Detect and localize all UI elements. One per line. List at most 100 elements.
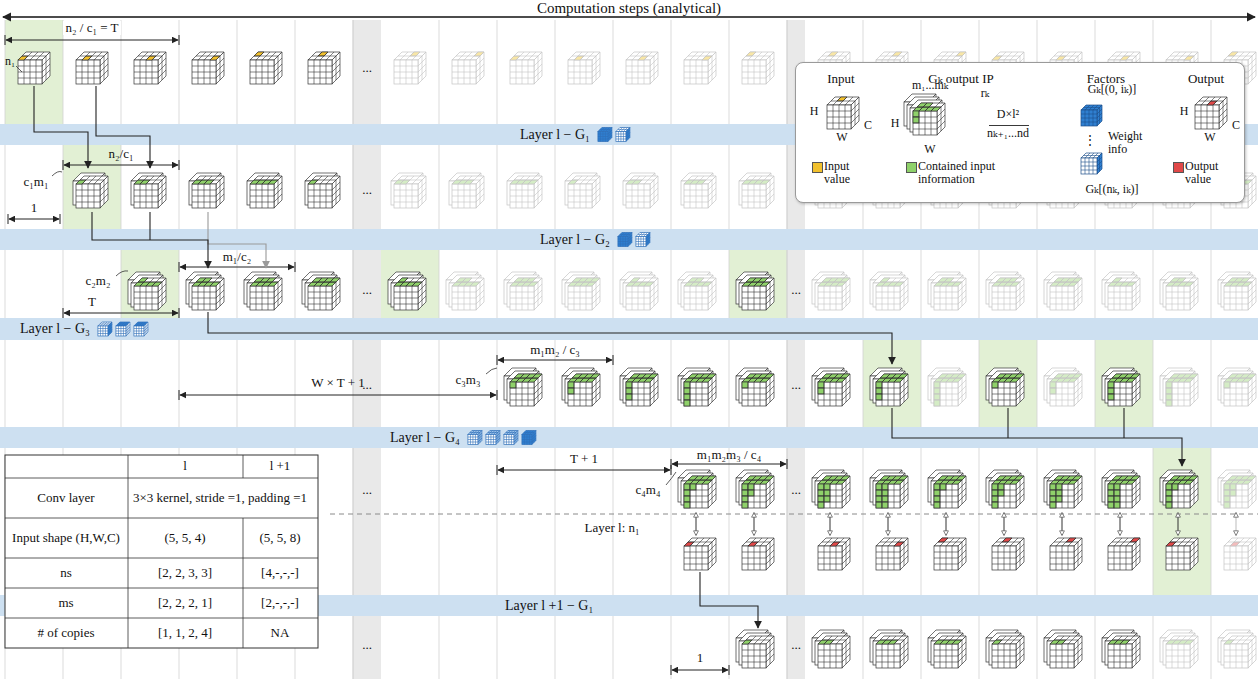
- cube-cell: [632, 180, 642, 184]
- cube-cell: [1072, 476, 1082, 480]
- cube-grid: [1166, 636, 1198, 668]
- cube-cell: [824, 496, 830, 502]
- cell-border: [671, 340, 672, 427]
- cell-border: [63, 145, 64, 229]
- gap-column: [353, 448, 381, 595]
- annotation-label: 1: [31, 201, 38, 215]
- cube-cell: [992, 496, 998, 502]
- table-rule: [5, 558, 318, 559]
- cell-border: [863, 448, 864, 595]
- cube-grid: [684, 476, 716, 508]
- cube-grid: [134, 278, 166, 310]
- active-cell: [729, 250, 787, 318]
- gap-column: [787, 340, 805, 427]
- cube-cell: [828, 52, 838, 56]
- cell-border: [353, 448, 354, 595]
- cube-cell: [684, 490, 690, 496]
- cube-grid: [1050, 374, 1082, 406]
- cube-cell: [1166, 502, 1172, 508]
- cube-cell: [876, 490, 882, 496]
- cell-border: [613, 616, 614, 679]
- cube-cell: [1228, 52, 1238, 56]
- cube-grid: [250, 176, 282, 208]
- cube-cell: [764, 374, 774, 378]
- cube-cell: [824, 484, 830, 490]
- table-cell: [2,-,-,-]: [261, 596, 299, 610]
- cube-cell: [644, 282, 654, 286]
- cube-cell: [742, 502, 748, 508]
- table-cell: Input shape (H,W,C): [11, 531, 121, 545]
- dimension-tick: [671, 665, 672, 675]
- correspondence-arrow: [1178, 513, 1179, 535]
- dimension-label: H: [891, 117, 900, 130]
- cube-cell: [474, 52, 484, 56]
- cell-border: [1153, 448, 1154, 595]
- cell-border: [1153, 616, 1154, 679]
- cube-cell: [1176, 278, 1186, 282]
- cube-cell: [1130, 374, 1140, 378]
- dimension-label: C: [1232, 119, 1240, 132]
- cube-cell: [1014, 476, 1024, 480]
- cube-cell: [934, 490, 940, 496]
- cube-grid: [522, 431, 536, 445]
- cube-grid: [1050, 476, 1082, 508]
- cube-cell: [998, 484, 1004, 490]
- band-label: Layer l +1 − G₁: [505, 598, 593, 613]
- gap-column: [787, 448, 805, 595]
- table-cell: 3×3 kernel, stride =1, padding =1: [133, 491, 313, 505]
- cube-cell: [326, 282, 336, 286]
- cube-grid: [452, 176, 484, 208]
- cube-cell: [1010, 282, 1020, 286]
- cube-cell: [742, 640, 752, 644]
- cube-grid: [684, 538, 716, 570]
- cube-cell: [1008, 278, 1018, 282]
- dimension-arrow: [180, 267, 294, 268]
- cube-grid: [192, 278, 224, 310]
- dimension-tick: [8, 214, 9, 224]
- dimension-label: H: [810, 105, 819, 118]
- annotation-label: ...: [362, 378, 372, 392]
- cube-grid: [618, 233, 632, 247]
- cell-border: [921, 616, 922, 679]
- cube-grid: [1050, 278, 1082, 310]
- cube-cell: [706, 476, 716, 480]
- dimension-tick: [63, 160, 64, 170]
- cube-cell: [1166, 388, 1172, 394]
- cell-border: [179, 145, 180, 229]
- cube-cell: [1166, 490, 1172, 496]
- gap-column: [787, 250, 805, 318]
- cube-cell: [410, 52, 420, 56]
- cube-cell: [1108, 502, 1114, 508]
- cube-cell: [1188, 374, 1198, 378]
- table-cell: l: [183, 459, 187, 473]
- cube-grid: [76, 176, 108, 208]
- band-label: Layer l − G₂: [540, 232, 610, 247]
- cube-grid: [876, 476, 908, 508]
- cube-grid: [1166, 476, 1198, 508]
- connector-line: [208, 312, 892, 364]
- connector-line: [892, 408, 1182, 466]
- annotation-label: ...: [362, 638, 372, 652]
- cube-cell: [1072, 374, 1082, 378]
- annotation-label: n₂/c₁: [109, 147, 134, 161]
- cube-cell: [684, 394, 690, 400]
- cube-cell: [510, 56, 520, 60]
- cube-cell: [1184, 56, 1194, 60]
- cube-grid: [308, 176, 340, 208]
- cube-grid: [1108, 636, 1140, 668]
- cube-cell: [1056, 640, 1066, 644]
- layer-band: Layer l − G₃: [0, 318, 1258, 340]
- cube-cell: [882, 502, 888, 508]
- leader-line: [52, 172, 62, 177]
- cube-cell: [1108, 394, 1114, 400]
- cube-cell: [1242, 480, 1252, 484]
- cube-cell: [882, 490, 888, 496]
- cube-grid: [626, 278, 658, 310]
- cube-grid: [568, 176, 600, 208]
- dimension-tick: [60, 214, 61, 224]
- cube-grid: [394, 278, 426, 310]
- annotation-label: c₁m₁: [24, 175, 49, 189]
- cube-cell: [952, 640, 962, 644]
- cube-cell: [308, 180, 318, 184]
